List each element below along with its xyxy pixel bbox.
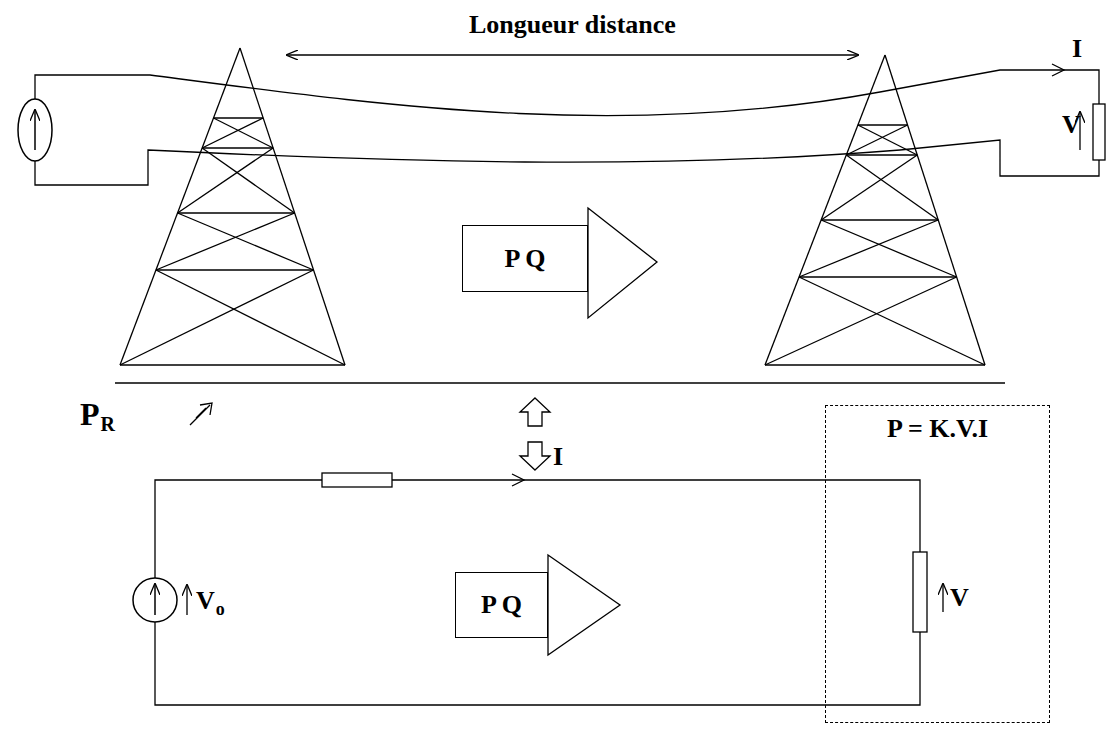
tower-strut bbox=[240, 48, 345, 365]
line-conductor bbox=[35, 140, 1099, 185]
line-resistor bbox=[322, 473, 392, 487]
tower-strut bbox=[765, 364, 985, 365]
tower-strut bbox=[178, 213, 314, 270]
voltage-label: V bbox=[196, 588, 215, 614]
source-arrow bbox=[154, 584, 156, 615]
tower-strut bbox=[156, 213, 295, 270]
distance-label: Longueur distance bbox=[469, 12, 676, 38]
pylons bbox=[120, 48, 985, 365]
tower-strut bbox=[858, 125, 917, 155]
voltage-arrow bbox=[942, 584, 943, 612]
node-text: P Q bbox=[481, 592, 522, 618]
load-resistor bbox=[1093, 104, 1105, 160]
tower-strut bbox=[799, 220, 938, 277]
voltage-label: V bbox=[1062, 112, 1081, 138]
source-symbol bbox=[18, 99, 52, 161]
tower-strut bbox=[858, 124, 908, 125]
flow-arrow-head bbox=[548, 555, 620, 655]
flow-box: P Q bbox=[455, 572, 548, 638]
flow-box: P Q bbox=[462, 225, 588, 292]
tower-strut bbox=[214, 118, 274, 148]
tower-strut bbox=[120, 48, 240, 365]
tower-strut bbox=[120, 364, 345, 365]
node-text: P Q bbox=[504, 246, 545, 272]
tower-strut bbox=[799, 277, 985, 365]
equivalence-arrow bbox=[520, 398, 550, 470]
current-label: I bbox=[553, 444, 563, 470]
tower-strut bbox=[885, 55, 985, 365]
losses-label: P bbox=[80, 398, 100, 430]
voltage-label: V bbox=[950, 585, 969, 611]
separator-line bbox=[115, 382, 1005, 384]
load-region: P = K.V.I bbox=[825, 405, 1050, 723]
tower-strut bbox=[821, 220, 956, 277]
tower-strut bbox=[178, 148, 274, 213]
source-symbol bbox=[133, 578, 177, 622]
node-text: P = K.V.I bbox=[887, 416, 988, 442]
tower-strut bbox=[178, 212, 295, 213]
circuit-wire bbox=[155, 480, 920, 705]
source-arrow bbox=[34, 110, 36, 150]
tower-strut bbox=[799, 276, 957, 277]
tower-strut bbox=[821, 155, 917, 220]
current-arrow bbox=[512, 474, 524, 486]
tower-strut bbox=[846, 125, 907, 155]
tower-strut bbox=[214, 117, 264, 118]
tower-strut bbox=[156, 269, 314, 270]
tower-strut bbox=[846, 154, 917, 155]
tower-strut bbox=[202, 148, 295, 213]
voltage-subscript: o bbox=[216, 600, 225, 618]
tower-strut bbox=[846, 155, 938, 220]
flow-arrow-head bbox=[588, 208, 657, 318]
current-label: I bbox=[1072, 36, 1082, 62]
tower-strut bbox=[202, 118, 263, 148]
distance-arrow bbox=[287, 54, 858, 55]
tower-strut bbox=[120, 270, 314, 365]
tower-strut bbox=[202, 147, 273, 148]
line-conductor bbox=[35, 70, 1099, 116]
tower-strut bbox=[765, 277, 957, 365]
current-arrow bbox=[1052, 64, 1064, 76]
tower-strut bbox=[156, 270, 345, 365]
losses-subscript: R bbox=[101, 414, 115, 434]
tower-strut bbox=[821, 219, 938, 220]
voltage-arrow bbox=[186, 585, 187, 615]
loss-arrow bbox=[190, 403, 212, 425]
load-resistor bbox=[913, 552, 927, 632]
